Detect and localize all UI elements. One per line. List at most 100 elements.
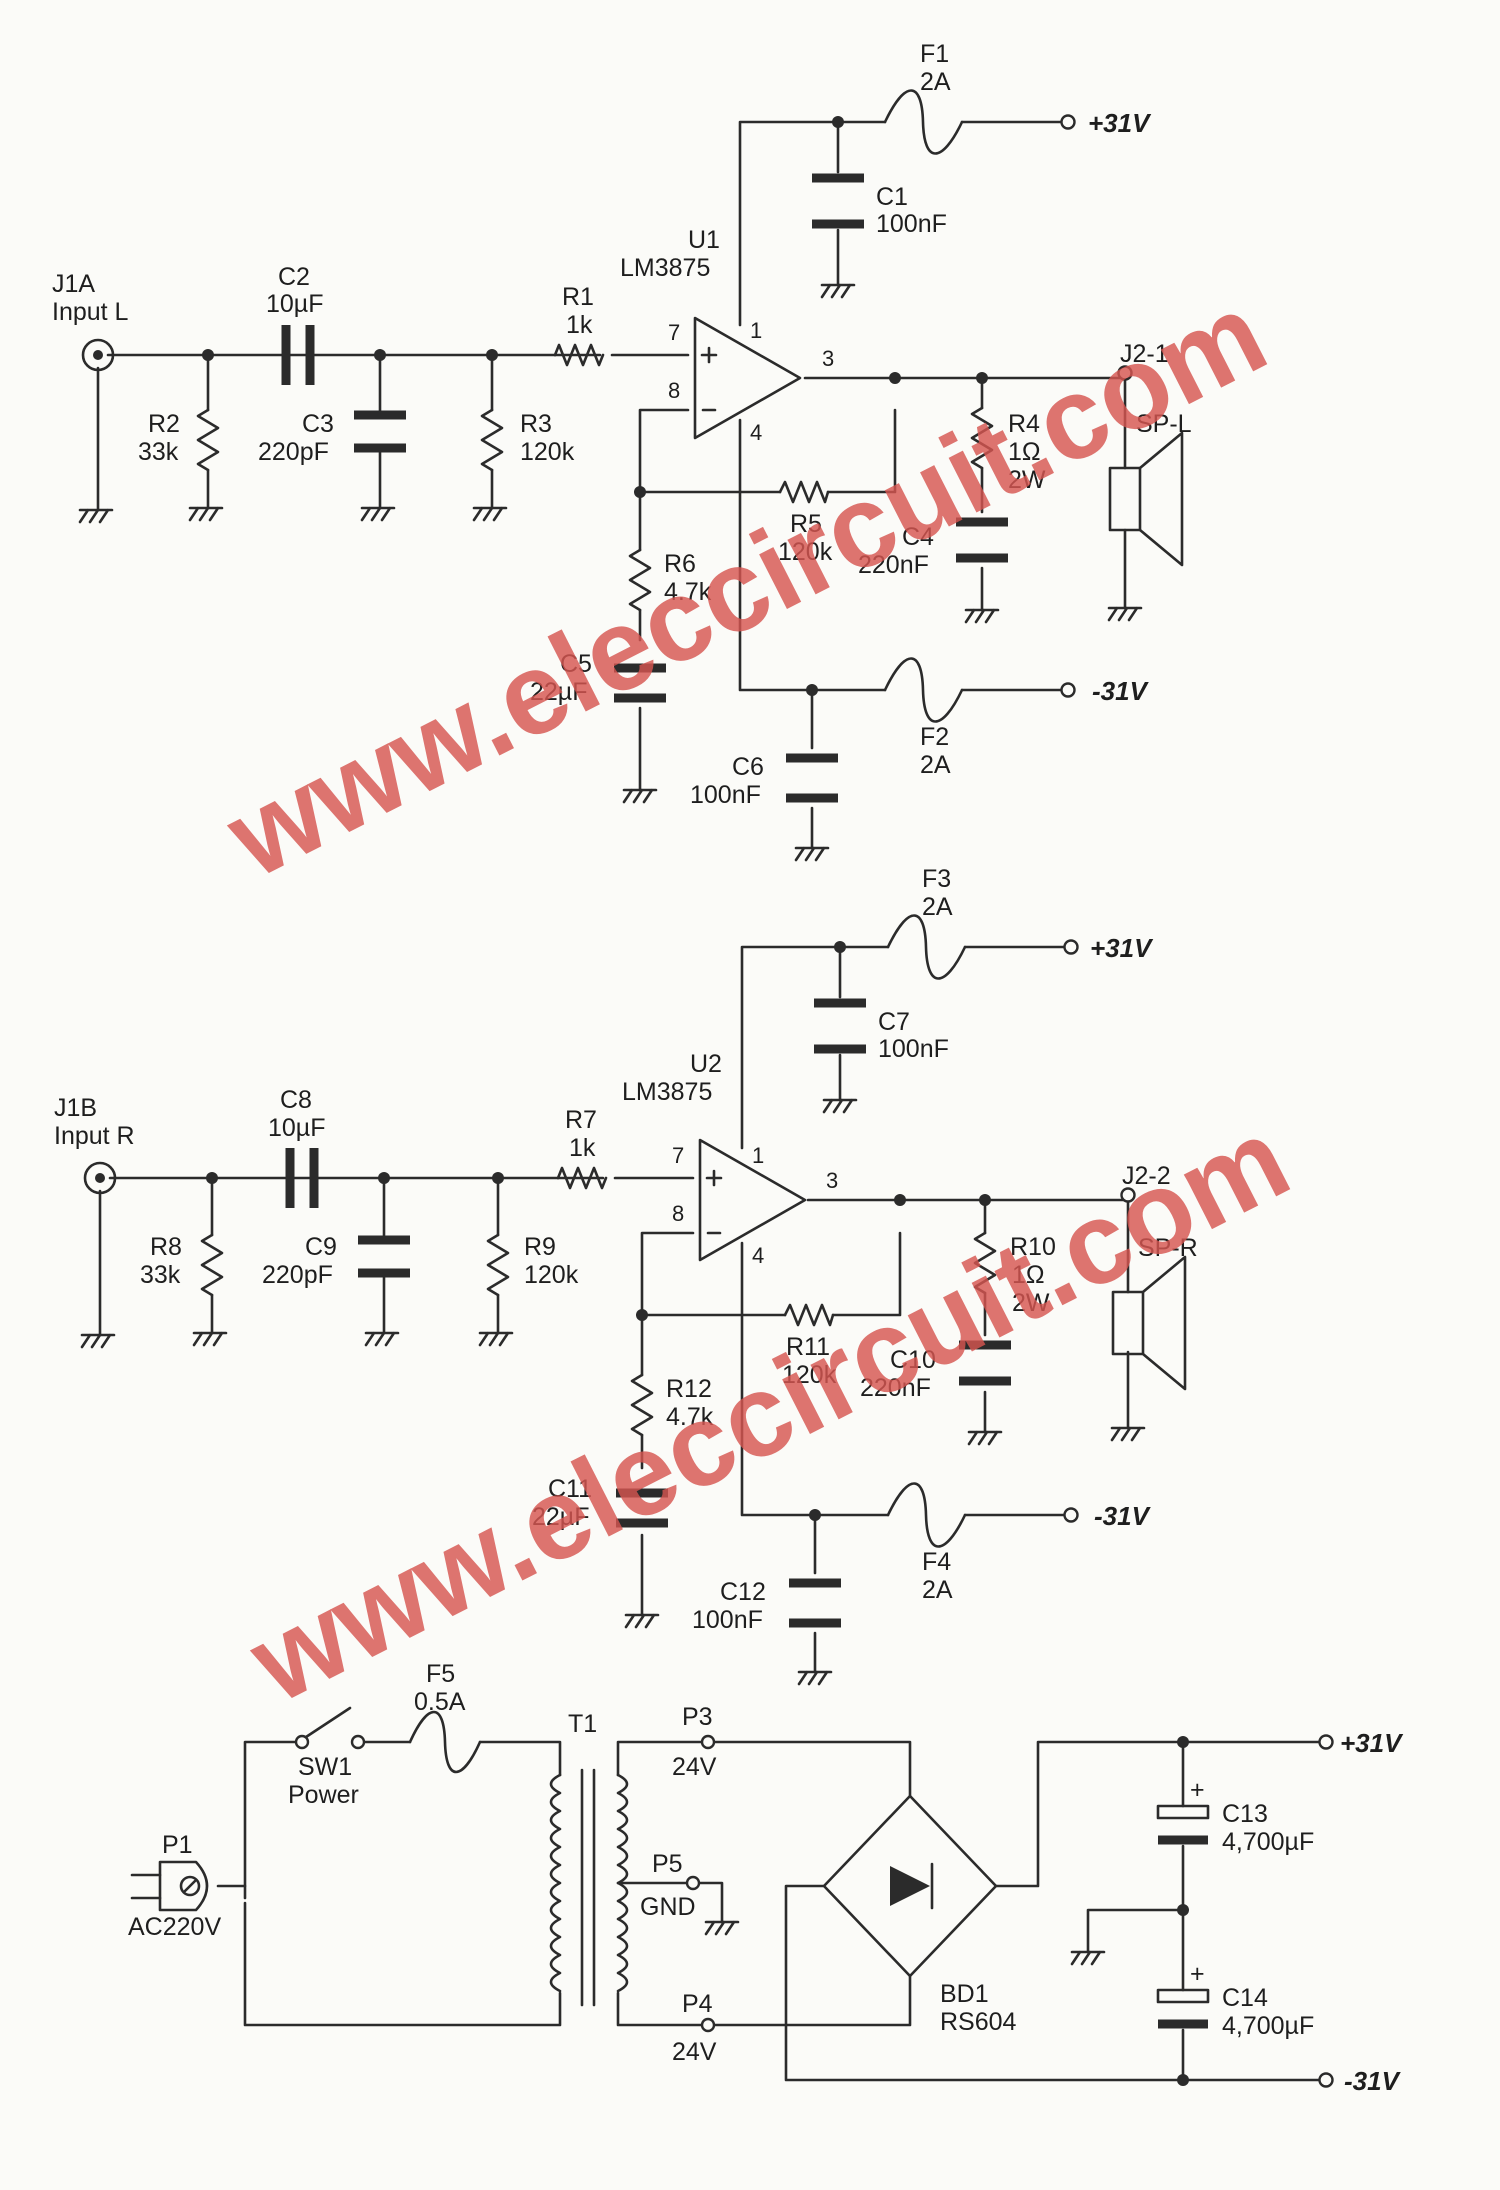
input-name-r: Input R — [54, 1122, 135, 1150]
r-bias-ref-r: R9 — [524, 1233, 556, 1261]
pin-inv-l: 8 — [668, 378, 680, 403]
zobel-r-ref-r: R10 — [1010, 1233, 1056, 1261]
cap-c13-polarity: + — [1190, 1776, 1205, 1804]
r-ser-ref-l: R1 — [562, 283, 594, 311]
c-gnd-value-r: 22µF — [532, 1503, 589, 1531]
opamp-u1 — [693, 316, 802, 440]
r-bias-value-l: 120k — [520, 438, 575, 466]
r-in-ref-r: R8 — [150, 1233, 182, 1261]
c-rf-value-r: 220pF — [262, 1261, 333, 1289]
ic-ref-l: U1 — [688, 226, 720, 254]
out-ref-r: J2-2 — [1122, 1162, 1171, 1190]
fuse-neg-value-r: 2A — [922, 1576, 953, 1604]
r-bias-ref-l: R3 — [520, 410, 552, 438]
pin-vpos-r: 1 — [752, 1143, 764, 1168]
c-neg-ref-r: C12 — [720, 1578, 766, 1606]
out-ref-l: J2-1 — [1120, 340, 1169, 368]
tap-mid-value: GND — [640, 1893, 696, 1921]
r-ser-value-l: 1k — [566, 311, 593, 339]
cap-c13-value: 4,700µF — [1222, 1828, 1314, 1856]
transformer-primary — [549, 1773, 562, 1993]
switch-name: Power — [288, 1781, 359, 1809]
c-in-ref-r: C8 — [280, 1086, 312, 1114]
speaker-l — [1108, 466, 1142, 532]
r-fb-value-r: 120k — [782, 1361, 837, 1389]
bridge-bd1 — [822, 1794, 998, 1978]
zobel-c-ref-r: C10 — [890, 1346, 936, 1374]
speaker-ref-l: SP-L — [1136, 410, 1192, 438]
c-neg-value-l: 100nF — [690, 781, 761, 809]
pin-vneg-r: 4 — [752, 1243, 764, 1268]
pin-vpos-l: 1 — [750, 318, 762, 343]
r-ser-value-r: 1k — [569, 1134, 596, 1162]
ic-part-l: LM3875 — [620, 254, 710, 282]
zobel-r-power-r: 2W — [1012, 1289, 1050, 1317]
c-pos-ref-l: C1 — [876, 183, 908, 211]
r-ser-ref-r: R7 — [565, 1106, 597, 1134]
fuse-pos-ref-r: F3 — [922, 865, 951, 893]
channel-left: J1A Input L C2 10µF R2 33k C3 220pF R3 1… — [52, 40, 1192, 862]
zobel-r-ref-l: R4 — [1008, 410, 1040, 438]
r-in-value-l: 33k — [138, 438, 179, 466]
r-fb-value-l: 120k — [778, 538, 833, 566]
r-fb-ref-r: R11 — [786, 1333, 830, 1361]
c-gnd-value-l: 22µF — [530, 678, 587, 706]
channel-right: J1B Input R C8 10µF R8 33k C9 220pF R9 1… — [54, 865, 1198, 1686]
plug-p1 — [158, 1860, 209, 1912]
fuse-pos-value-r: 2A — [922, 893, 953, 921]
transformer-ref: T1 — [568, 1710, 597, 1738]
tap-bot-ref: P4 — [682, 1990, 713, 2018]
input-name-l: Input L — [52, 298, 129, 326]
zobel-r-value-r: 1Ω — [1012, 1261, 1045, 1289]
zobel-c-value-r: 220nF — [860, 1374, 931, 1402]
c-in-value-l: 10µF — [266, 290, 323, 318]
c-neg-ref-l: C6 — [732, 753, 764, 781]
c-in-ref-l: C2 — [278, 263, 310, 291]
cap-c14-value: 4,700µF — [1222, 2012, 1314, 2040]
fuse-neg-value-l: 2A — [920, 751, 951, 779]
pin-noninv-l: 7 — [668, 320, 680, 345]
ic-ref-r: U2 — [690, 1050, 722, 1078]
bridge-part: RS604 — [940, 2008, 1017, 2036]
pin-out-l: 3 — [822, 346, 834, 371]
r-in-value-r: 33k — [140, 1261, 181, 1289]
cap-c13-ref: C13 — [1222, 1800, 1268, 1828]
tap-top-ref: P3 — [682, 1703, 713, 1731]
fuse-f5-ref: F5 — [426, 1660, 455, 1688]
input-jack-l — [81, 338, 115, 372]
rail-neg-r: -31V — [1094, 1501, 1152, 1531]
plug-ref: P1 — [162, 1831, 193, 1859]
speaker-r — [1111, 1290, 1145, 1356]
r-gnd-ref-r: R12 — [666, 1375, 712, 1403]
r-in-ref-l: R2 — [148, 410, 180, 438]
zobel-r-power-l: 2W — [1008, 466, 1046, 494]
opamp-u2 — [698, 1138, 807, 1262]
plug-value: AC220V — [128, 1913, 221, 1941]
ic-part-r: LM3875 — [622, 1078, 712, 1106]
pin-inv-r: 8 — [672, 1201, 684, 1226]
c-in-value-r: 10µF — [268, 1114, 325, 1142]
psu-rail-pos: +31V — [1340, 1728, 1404, 1758]
r-fb-ref-l: R5 — [790, 510, 822, 538]
plug-pins — [130, 1873, 162, 1900]
tap-mid-ref: P5 — [652, 1850, 683, 1878]
tap-top-value: 24V — [672, 1753, 717, 1781]
zobel-c-ref-l: C4 — [902, 523, 934, 551]
zobel-r-value-l: 1Ω — [1008, 438, 1041, 466]
r-gnd-value-r: 4.7k — [666, 1403, 714, 1431]
c-gnd-ref-r: C11 — [548, 1475, 592, 1503]
r-bias-value-r: 120k — [524, 1261, 579, 1289]
rail-pos-l: +31V — [1088, 108, 1152, 138]
switch-sw1 — [294, 1734, 310, 1750]
fuse-f5-value: 0.5A — [414, 1688, 466, 1716]
c-pos-value-r: 100nF — [878, 1035, 949, 1063]
c-rf-value-l: 220pF — [258, 438, 329, 466]
speaker-ref-r: SP-R — [1138, 1234, 1198, 1262]
fuse-neg-ref-r: F4 — [922, 1548, 951, 1576]
zobel-c-value-l: 220nF — [858, 551, 929, 579]
input-jack-r — [83, 1161, 117, 1195]
fuse-neg-ref-l: F2 — [920, 723, 949, 751]
cap-c14-ref: C14 — [1222, 1984, 1268, 2012]
input-ref-r: J1B — [54, 1094, 97, 1122]
